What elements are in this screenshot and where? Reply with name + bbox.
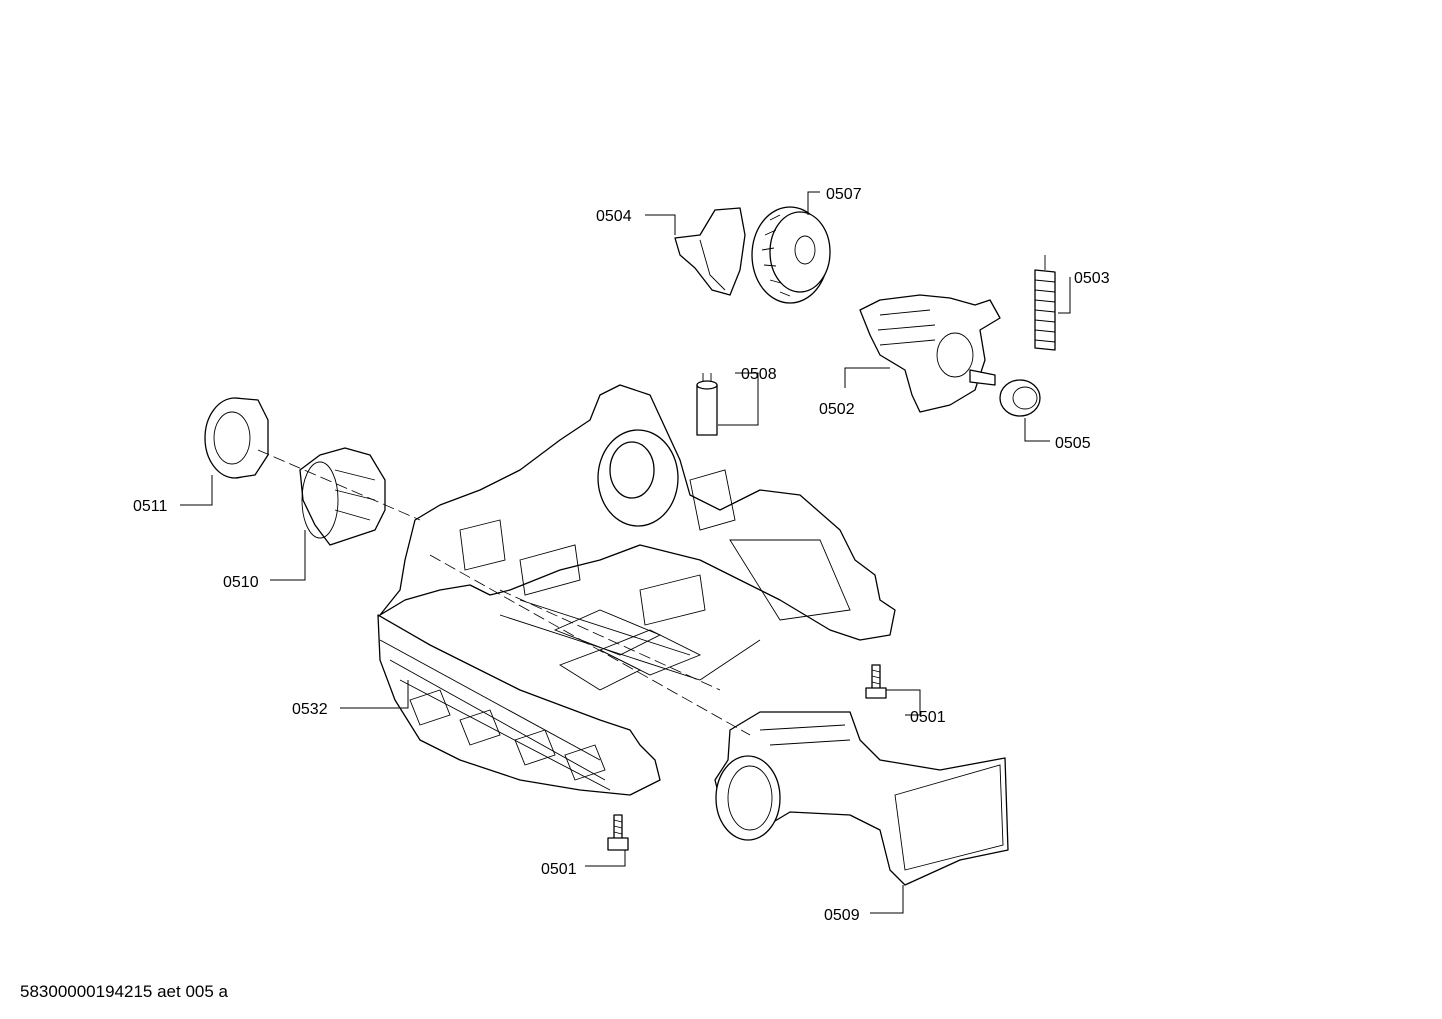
motor-part (859, 294, 1001, 413)
label-0505: 0505 (1055, 435, 1091, 452)
fan-shroud-part (674, 207, 746, 296)
label-0507: 0507 (826, 186, 862, 203)
roller-part (999, 379, 1041, 417)
label-0508: 0508 (741, 366, 777, 383)
label-0509: 0509 (824, 907, 860, 924)
cover-part (204, 397, 269, 479)
base-frame-part (377, 384, 896, 796)
label-0503: 0503 (1074, 270, 1110, 287)
spring-part (1034, 255, 1056, 351)
drawing-reference-number: 58300000194215 aet 005 a (20, 982, 228, 1001)
leader-lines (180, 191, 1071, 914)
fan-wheel-part (751, 206, 831, 304)
capacitor-part (696, 373, 718, 436)
assembly-guide-lines (257, 449, 751, 736)
label-0504: 0504 (596, 208, 632, 225)
blower-housing-part (299, 447, 386, 546)
label-0511: 0511 (133, 498, 168, 515)
screw-part-bottom (607, 814, 629, 851)
screw-part-right (865, 664, 887, 699)
label-0501-right: 0501 (910, 709, 946, 726)
air-duct-part (714, 711, 1009, 886)
label-0502: 0502 (819, 401, 855, 418)
label-0501-bottom: 0501 (541, 861, 577, 878)
part-labels: 0504 0507 0503 0508 0502 0505 0511 0510 … (133, 186, 1110, 924)
label-0532: 0532 (292, 701, 328, 718)
label-0510: 0510 (223, 574, 259, 591)
